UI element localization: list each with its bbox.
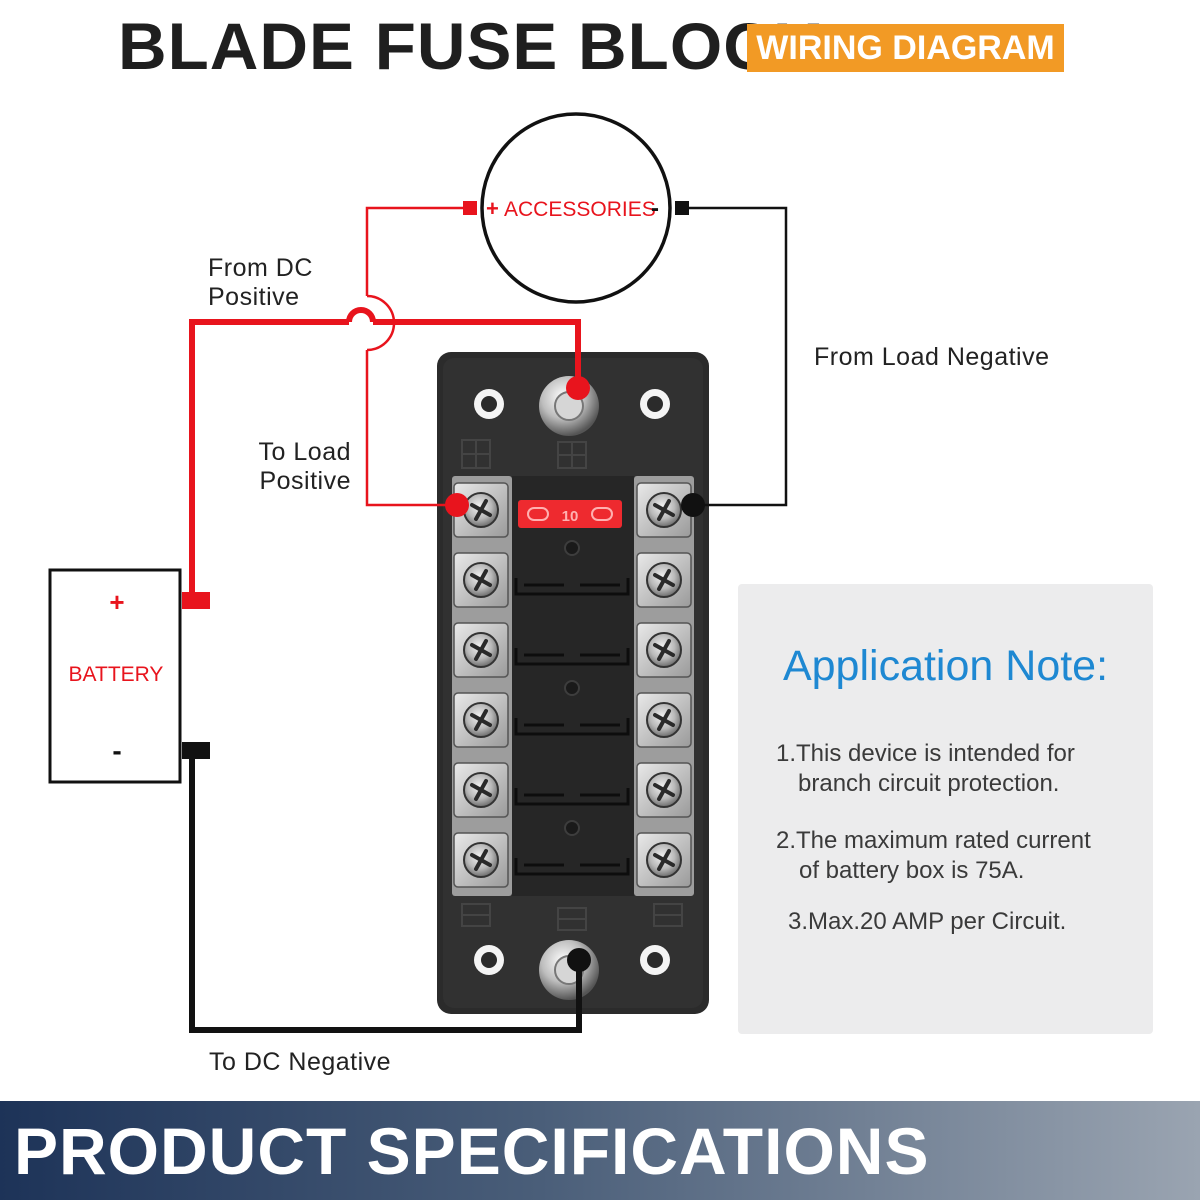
positive-stud-connection: [566, 376, 590, 400]
terminal-screw-left-4: [453, 692, 509, 748]
fuse-rating-text: 10: [562, 508, 579, 525]
wiring-diagram: 10 + ACCESSORIES - + BATTERY -: [48, 112, 788, 1033]
note-item-3: 3.Max.20 AMP per Circuit.: [788, 908, 1067, 935]
accessories-minus: -: [651, 195, 659, 222]
accessories-positive-terminal: [463, 201, 477, 215]
terminal-screw-right-3: [636, 622, 692, 678]
from-load-negative-label: From Load Negative: [814, 343, 1050, 371]
battery: + BATTERY -: [48, 568, 182, 784]
terminal-screws: [453, 482, 692, 888]
terminal-screw-right-4: [636, 692, 692, 748]
to-dc-negative-label: To DC Negative: [209, 1048, 392, 1076]
terminal-screw-right-6: [636, 832, 692, 888]
terminal-screw-left-3: [453, 622, 509, 678]
blade-fuse: 10: [518, 500, 622, 528]
mounting-hole-bottom-right: [640, 945, 670, 975]
battery-plus: +: [109, 587, 124, 617]
battery-minus: -: [112, 735, 121, 766]
battery-label: BATTERY: [69, 663, 164, 686]
wiring-diagram-badge: WIRING DIAGRAM: [747, 24, 1064, 72]
terminal-screw-right-2: [636, 552, 692, 608]
to-load-positive-label: To Load Positive: [258, 438, 351, 495]
mounting-hole-top-right: [640, 389, 670, 419]
mounting-hole-top-left: [474, 389, 504, 419]
mounting-hole-bottom-left: [474, 945, 504, 975]
note-item-2: 2.The maximum rated current of battery b…: [776, 827, 1091, 884]
diagram-title: BLADE FUSE BLOCK: [118, 9, 823, 83]
accessories-load: + ACCESSORIES -: [480, 112, 672, 304]
positive-wires: [189, 206, 581, 600]
battery-negative-terminal: [182, 742, 210, 759]
terminal-screw-left-6: [453, 832, 509, 888]
load-negative-connection: [681, 493, 705, 517]
battery-positive-terminal: [182, 592, 210, 609]
terminal-screw-left-1: [453, 482, 509, 538]
from-dc-positive-label: From DC Positive: [208, 254, 313, 311]
load-positive-connection: [445, 493, 469, 517]
negative-stud-connection: [567, 948, 591, 972]
terminal-screw-left-5: [453, 762, 509, 818]
application-note-title: Application Note:: [782, 642, 1109, 690]
product-specifications-banner: PRODUCT SPECIFICATIONS: [0, 1101, 1200, 1200]
accessories-negative-terminal: [675, 201, 689, 215]
negative-wires: [189, 206, 788, 1033]
product-specifications-title: PRODUCT SPECIFICATIONS: [14, 1114, 930, 1188]
note-item-1: 1.This device is intended for branch cir…: [776, 740, 1075, 797]
negative-stud: [539, 940, 599, 1000]
terminal-screw-right-5: [636, 762, 692, 818]
terminal-screw-right-1: [636, 482, 692, 538]
accessories-label: ACCESSORIES: [504, 198, 656, 221]
application-note-panel: Application Note: 1.This device is inten…: [738, 584, 1153, 1034]
terminal-screw-left-2: [453, 552, 509, 608]
accessories-plus: +: [486, 196, 499, 221]
fuse-block: 10: [437, 352, 709, 1014]
